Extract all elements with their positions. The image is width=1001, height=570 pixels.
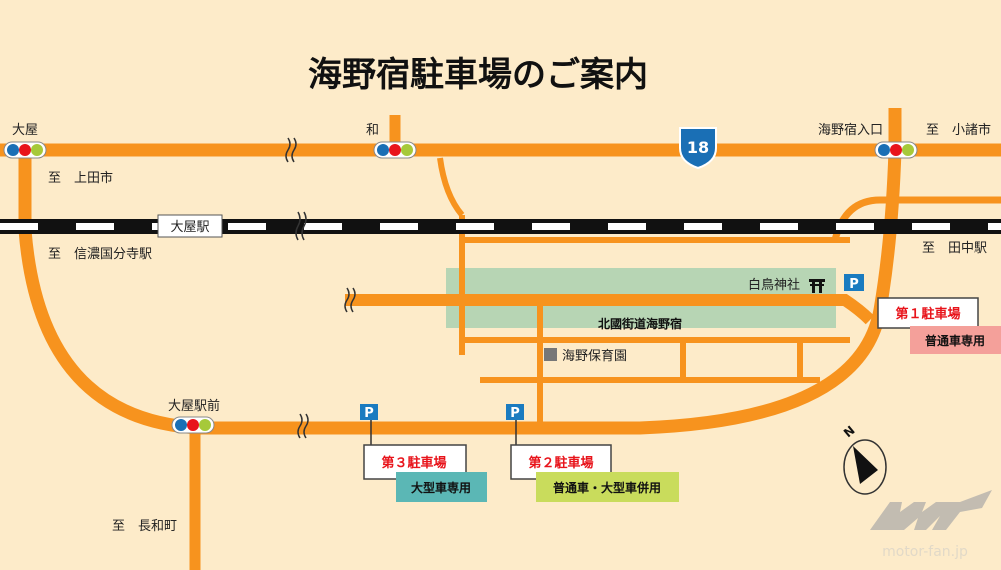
shrine-icon (809, 279, 825, 293)
label-hokkoku-kaido: 北國街道海野宿 (598, 316, 682, 331)
parking-3-name: 第３駐車場 (381, 455, 446, 471)
parking-2-name: 第２駐車場 (528, 455, 593, 471)
hokkoku-road (345, 294, 875, 325)
parking-lot-3[interactable]: 第３駐車場 大型車専用 (363, 444, 487, 502)
label-to-ueda: 至 上田市 (48, 170, 113, 186)
parking-lot-2[interactable]: 第２駐車場 普通車・大型車併用 (510, 444, 679, 502)
traffic-signal-icons (3, 141, 918, 434)
label-to-komoro: 至 小諸市 (926, 122, 991, 138)
parking-3-type: 大型車専用 (411, 480, 471, 495)
parking-2-type: 普通車・大型車併用 (553, 480, 661, 495)
parking-lot-1[interactable]: 第１駐車場 普通車専用 (877, 297, 1001, 354)
motor-fan-watermark-logo: motor-fan.jp (870, 490, 992, 560)
label-shiratori-shrine: 白鳥神社 (748, 277, 800, 293)
label-ooya-ekimae: 大屋駅前 (168, 398, 220, 414)
parking-1-type: 普通車専用 (925, 333, 985, 348)
label-ooya: 大屋 (12, 123, 38, 138)
route-18-shield-icon: 18 (679, 127, 717, 170)
svg-text:P: P (510, 406, 520, 421)
route-number: 18 (687, 138, 709, 157)
svg-text:P: P (849, 277, 859, 292)
map-title: 海野宿駐車場のご案内 (308, 55, 648, 95)
nursery-icon (544, 348, 557, 361)
parking-1-name: 第１駐車場 (895, 306, 960, 322)
ooya-station-label: 大屋駅 (170, 220, 209, 235)
label-unnojuku-iriguchi: 海野宿入口 (818, 122, 883, 138)
svg-text:P: P (364, 406, 374, 421)
label-wa: 和 (366, 123, 379, 138)
break-marks (285, 137, 356, 439)
minor-roads (437, 157, 1001, 425)
label-to-tanaka: 至 田中駅 (922, 241, 987, 256)
railway (0, 219, 1001, 234)
label-to-nagato: 至 長和町 (112, 519, 177, 534)
svg-text:motor-fan.jp: motor-fan.jp (882, 544, 968, 560)
parking-p-icons: P P P (360, 274, 864, 445)
loop-road (18, 108, 902, 435)
label-to-shinano-kokubunji: 至 信濃国分寺駅 (48, 247, 152, 262)
label-nursery: 海野保育園 (562, 348, 627, 364)
